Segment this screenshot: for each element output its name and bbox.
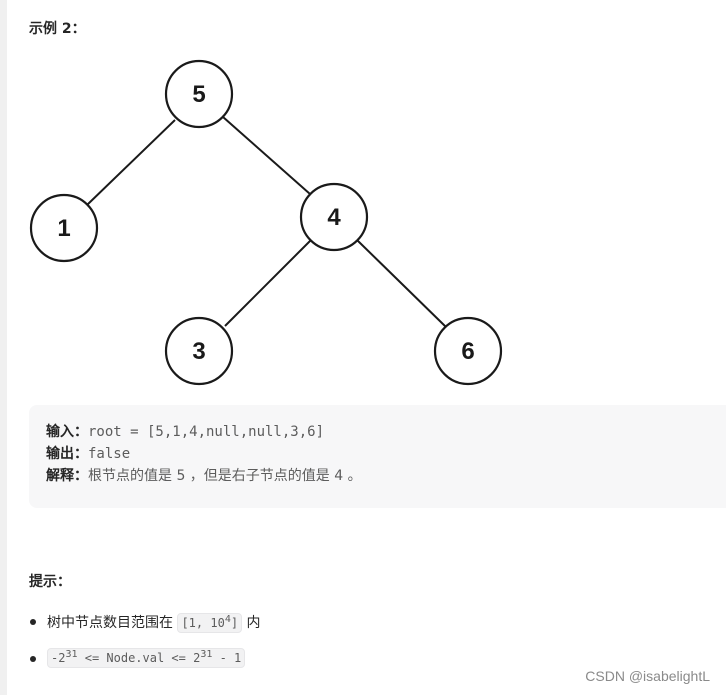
tree-node-1: 1 bbox=[29, 193, 99, 263]
tree-node-label: 6 bbox=[461, 338, 474, 365]
value-range-code: -231 <= Node.val <= 231 - 1 bbox=[47, 648, 246, 668]
output-line: 输出：false bbox=[46, 443, 130, 465]
bullet-icon bbox=[30, 656, 36, 662]
tree-node-label: 1 bbox=[57, 215, 70, 242]
output-label: 输出： bbox=[46, 446, 88, 462]
tree-node-3: 3 bbox=[164, 316, 234, 386]
explanation-line: 解释：根节点的值是 5 ，但是右子节点的值是 4 。 bbox=[46, 465, 362, 487]
edge-5-1 bbox=[86, 119, 176, 206]
tree-node-5: 5 bbox=[164, 59, 234, 129]
edge-4-6 bbox=[356, 239, 447, 328]
tree-node-4: 4 bbox=[299, 182, 369, 252]
tree-node-label: 4 bbox=[327, 204, 341, 231]
hints-title: 提示： bbox=[29, 574, 71, 590]
input-label: 输入： bbox=[46, 424, 88, 440]
tree-node-label: 3 bbox=[192, 338, 205, 365]
explanation-label: 解释： bbox=[46, 468, 88, 484]
hint-item-suffix: 内 bbox=[246, 615, 261, 631]
edge-5-4 bbox=[222, 116, 311, 195]
hint-item-node-range: 树中节点数目范围在 [1, 104] 内 bbox=[47, 612, 261, 633]
output-value: false bbox=[88, 446, 131, 462]
left-border bbox=[0, 0, 7, 695]
hint-item-value-range: -231 <= Node.val <= 231 - 1 bbox=[47, 648, 246, 668]
binary-tree-diagram: 5 1 4 3 6 bbox=[29, 59, 503, 386]
node-range-code: [1, 104] bbox=[177, 613, 243, 633]
edge-4-3 bbox=[224, 239, 312, 327]
hint-item-prefix: 树中节点数目范围在 bbox=[47, 615, 173, 631]
input-line: 输入：root = [5,1,4,null,null,3,6] bbox=[46, 421, 324, 443]
tree-node-6: 6 bbox=[433, 316, 503, 386]
bullet-icon bbox=[30, 619, 36, 625]
tree-node-label: 5 bbox=[192, 81, 205, 108]
explanation-value: 根节点的值是 5 ，但是右子节点的值是 4 。 bbox=[88, 468, 362, 484]
example-title: 示例 2： bbox=[29, 21, 86, 37]
watermark: CSDN @isabelightL bbox=[585, 668, 710, 684]
input-value: root = [5,1,4,null,null,3,6] bbox=[88, 424, 325, 440]
example-code-block: 输入：root = [5,1,4,null,null,3,6] 输出：false… bbox=[29, 405, 726, 508]
